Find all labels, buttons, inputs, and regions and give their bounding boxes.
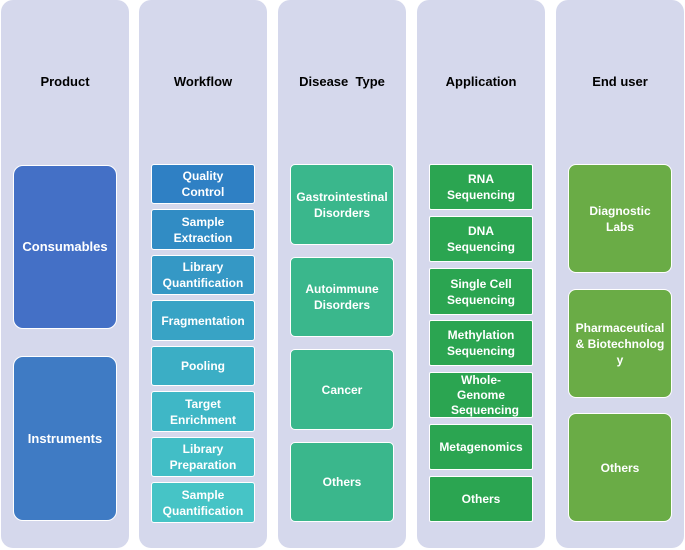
end-user-title: End user	[592, 74, 648, 89]
disease-gastrointestinal: Gastrointestinal Disorders	[290, 164, 394, 245]
workflow-sample-extraction: Sample Extraction	[151, 209, 255, 250]
workflow-target-enrichment: Target Enrichment	[151, 391, 255, 432]
workflow-title: Workflow	[173, 74, 233, 89]
workflow-pooling: Pooling	[151, 346, 255, 386]
product-instruments: Instruments	[13, 356, 117, 521]
end-user-others: Others	[568, 413, 672, 522]
workflow-column: Workflow Quality Control Sample Extracti…	[139, 0, 267, 548]
application-rna-sequencing: RNA Sequencing	[429, 164, 533, 210]
application-whole-genome-sequencing: Whole-Genome Sequencing	[429, 372, 533, 418]
product-title: Product	[40, 74, 90, 89]
end-user-pharmaceutical: Pharmaceutical & Biotechnology	[568, 289, 672, 398]
application-metagenomics: Metagenomics	[429, 424, 533, 470]
product-consumables: Consumables	[13, 165, 117, 329]
disease-others: Others	[290, 442, 394, 522]
disease-cancer: Cancer	[290, 349, 394, 430]
disease-type-column: Disease Type Gastrointestinal Disorders …	[278, 0, 406, 548]
disease-autoimmune: Autoimmune Disorders	[290, 257, 394, 337]
application-dna-sequencing: DNA Sequencing	[429, 216, 533, 262]
workflow-sample-quantification: Sample Quantification	[151, 482, 255, 523]
product-column: Product Consumables Instruments	[1, 0, 129, 548]
disease-type-title: Disease Type	[299, 74, 385, 89]
workflow-library-quantification: Library Quantification	[151, 255, 255, 295]
end-user-diagnostic-labs: Diagnostic Labs	[568, 164, 672, 273]
workflow-quality-control: Quality Control	[151, 164, 255, 204]
application-single-cell-sequencing: Single Cell Sequencing	[429, 268, 533, 315]
workflow-fragmentation: Fragmentation	[151, 300, 255, 341]
application-column: Application RNA Sequencing DNA Sequencin…	[417, 0, 545, 548]
end-user-column: End user Diagnostic Labs Pharmaceutical …	[556, 0, 684, 548]
workflow-library-preparation: Library Preparation	[151, 437, 255, 477]
application-others: Others	[429, 476, 533, 522]
application-methylation-sequencing: Methylation Sequencing	[429, 320, 533, 366]
application-title: Application	[445, 74, 517, 89]
